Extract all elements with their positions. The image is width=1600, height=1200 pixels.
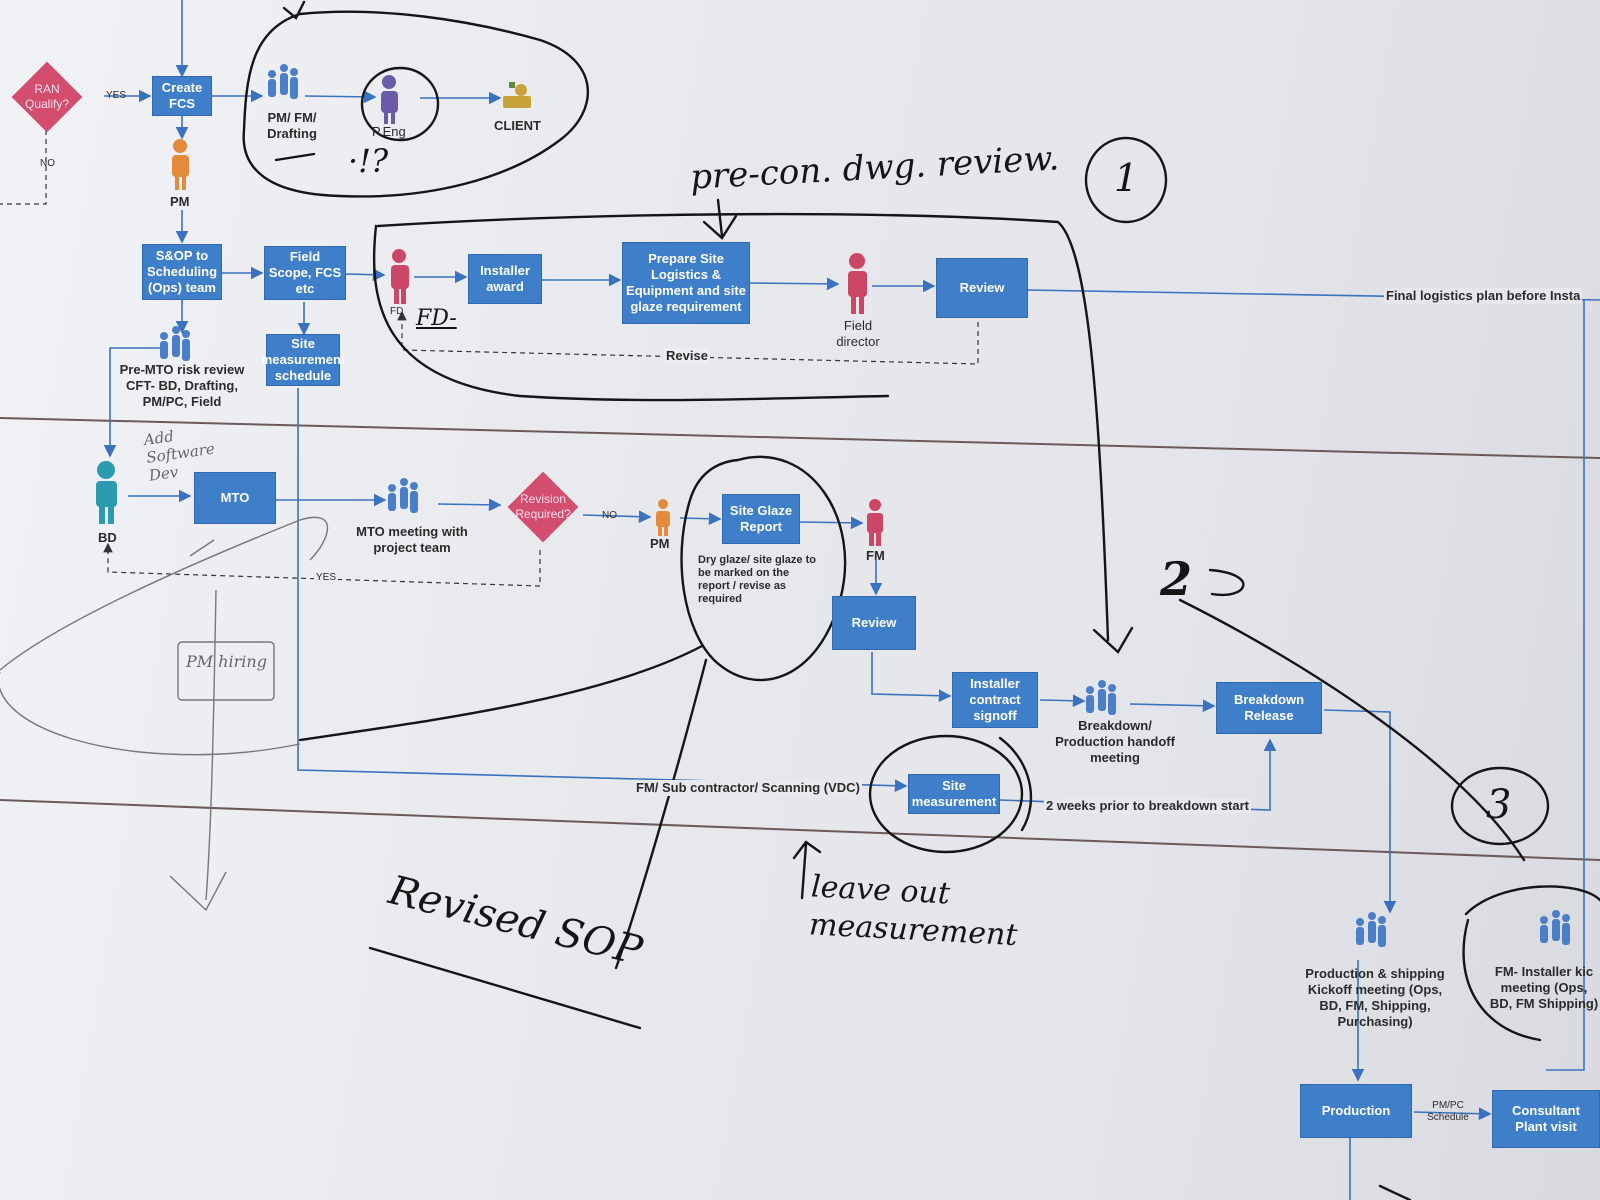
handwritten-leave-out-measurement: leave out measurement [808,869,1019,954]
box-breakdown-release: Breakdown Release [1216,682,1322,734]
note-dry-glaze: Dry glaze/ site glaze to be marked on th… [698,554,816,605]
person-pm-mid-icon [656,499,670,536]
swimlane-divider [0,799,1600,861]
label-fm-sub-contractor: FM/ Sub contractor/ Scanning (VDC) [634,780,862,796]
box-site-measurement: Site measurement [908,774,1000,814]
box-installer-award: Installer award [468,254,542,304]
handwritten-annotations [242,0,1600,1200]
label-fd: FD [390,306,404,317]
label-pm-fm-drafting: PM/ FM/ Drafting [267,110,317,141]
person-pm-top-icon [172,139,189,190]
client-icon [503,82,531,108]
label-yes-top: YES [106,90,127,101]
box-prepare-site-logistics: Prepare Site Logistics & Equipment and s… [622,242,750,324]
decision-ran-qualify: RAN Qualify? [11,61,83,133]
box-create-fcs: Create FCS [152,76,212,116]
pencil-annotations [0,516,329,912]
label-final-logistics: Final logistics plan before Insta [1384,288,1583,304]
decision-revision-required: Revision Required? [507,471,579,543]
person-fm-mid-icon [867,499,883,546]
label-bd: BD [98,530,117,545]
box-installer-contract-signoff: Installer contract signoff [952,672,1038,728]
label-fm-installer-kick: FM- Installer kic meeting (Ops, BD, FM S… [1489,964,1599,1011]
group-people-icons [160,64,1570,947]
handwritten-circle-3: 3 [1486,782,1512,828]
label-pre-mto-risk: Pre-MTO risk review CFT- BD, Drafting, P… [119,362,245,409]
label-pm-pc-schedule: PM/PC Schedule [1427,1100,1469,1123]
box-review-top: Review [936,258,1028,318]
label-yes-mid: YES [314,572,339,584]
label-mto-meeting: MTO meeting with project team [356,524,468,555]
box-consultant-plant-visit: Consultant Plant visit [1492,1090,1600,1148]
handwritten-question: ·!? [348,142,389,180]
handwritten-circle-2: 2 [1160,552,1193,606]
person-purple-icon [381,75,398,124]
box-production: Production [1300,1084,1412,1138]
handwritten-pm-hiring: PM hiring [186,652,267,671]
person-fd-icon [391,249,409,304]
decision-label: Revision Required? [515,492,571,521]
label-field-director: Field director [836,318,880,349]
label-production-shipping: Production & shipping Kickoff meeting (O… [1305,966,1445,1029]
label-two-weeks-prior: 2 weeks prior to breakdown start [1044,798,1252,814]
label-pm-mid: PM [650,536,670,551]
handwritten-circle-1: 1 [1114,156,1139,200]
box-mto: MTO [194,472,276,524]
box-review-mid: Review [832,596,916,650]
box-sop-scheduling: S&OP to Scheduling (Ops) team [142,244,222,300]
swimlane-divider [0,417,1600,459]
person-field-director-icon [848,253,867,314]
handwritten-fd-note: FD- [416,306,457,331]
box-field-scope: Field Scope, FCS etc [264,246,346,300]
box-site-measurement-schedule: Site measurement schedule [261,334,345,386]
label-client: CLIENT [494,118,541,133]
label-no-mid: NO [602,510,617,521]
decision-label: RAN Qualify? [24,82,70,111]
label-pm-top: PM [170,194,190,209]
label-breakdown-meeting: Breakdown/ Production handoff meeting [1055,718,1175,765]
label-no-left: NO [40,158,55,169]
label-revise: Revise [664,348,710,364]
person-bd-icon [96,461,117,524]
label-p-eng: P.Eng [372,124,406,139]
label-fm-mid: FM [866,548,885,563]
box-site-glaze-report: Site Glaze Report [722,494,800,544]
